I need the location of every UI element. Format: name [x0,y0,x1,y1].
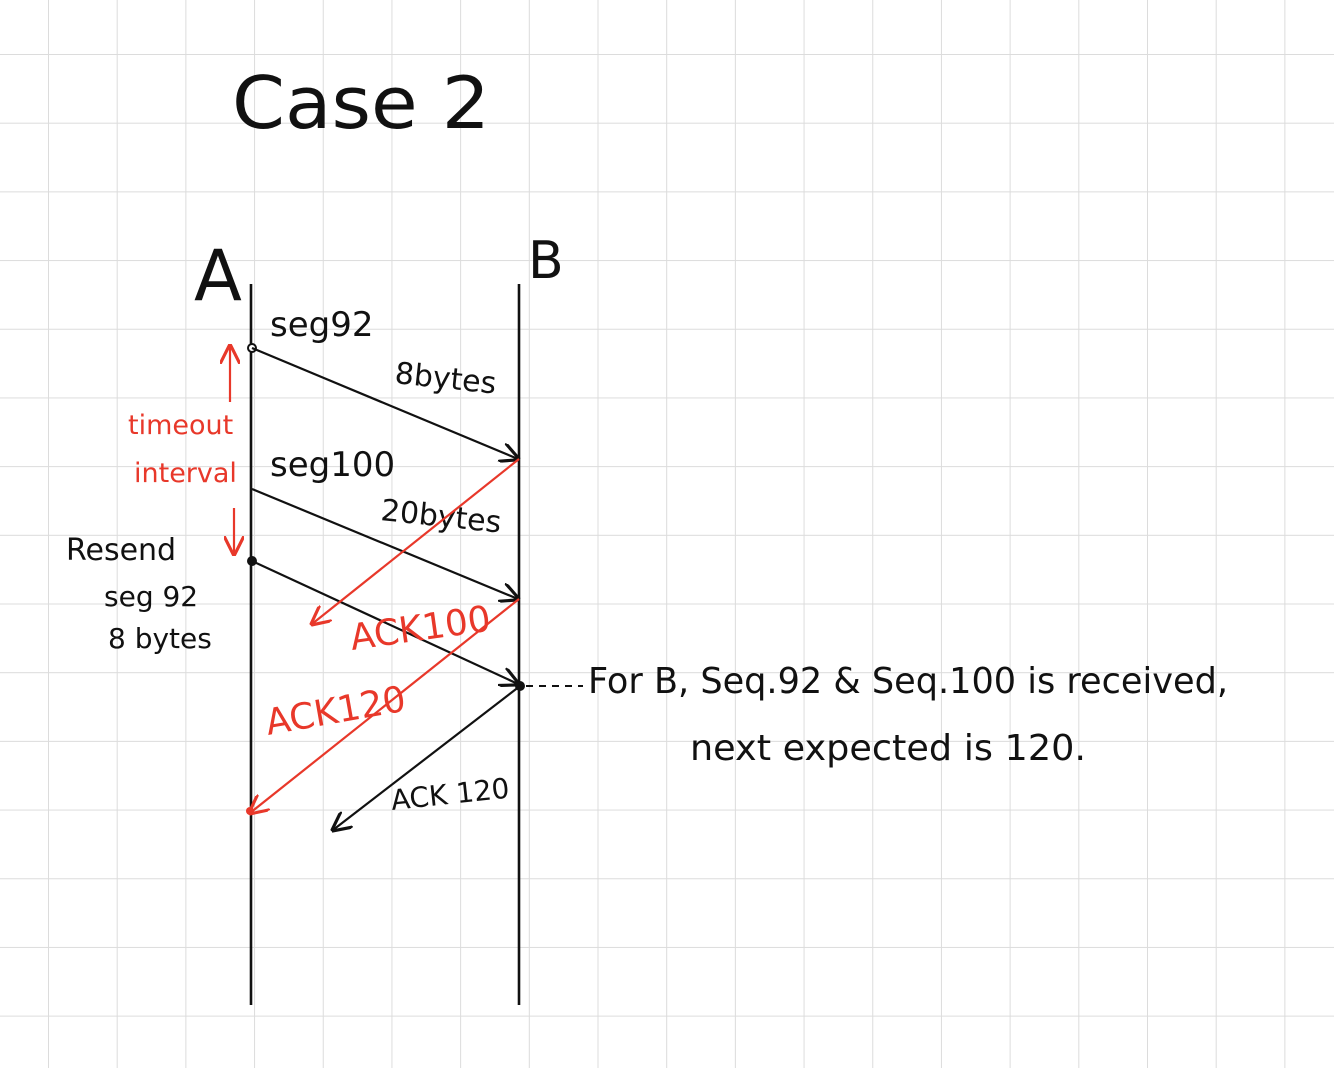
resend-label-line3: 8 bytes [108,622,212,655]
note-line2: next expected is 120. [690,728,1086,769]
resend-label-line2: seg 92 [104,580,198,613]
seg92-label: seg92 [270,305,373,345]
note-line1: For B, Seq.92 & Seq.100 is received, [588,661,1228,702]
host-a-label: A [194,235,242,317]
timeout-label-line2: interval [134,458,237,489]
ack120-black-label: ACK 120 [389,772,511,817]
ack120-black-arrow [333,685,521,830]
ack100-label: ACK100 [348,599,494,659]
seg92-size-label: 8bytes [393,356,498,401]
host-b-label: B [528,231,564,291]
diagram-title: Case 2 [232,61,490,145]
seg100-size-label: 20bytes [379,493,503,540]
resend-seg92-arrow [251,560,518,684]
resend-label-line1: Resend [66,533,176,568]
timeout-label-line1: timeout [128,410,233,441]
ack120-red-arrow [250,598,520,813]
ack100-arrow [312,458,520,624]
ack120-red-label: ACK120 [262,679,408,744]
seg92-arrow [251,346,518,459]
seg100-label: seg100 [270,445,395,485]
ack120-red-end-dot [246,807,254,815]
seg100-arrow [251,487,518,599]
